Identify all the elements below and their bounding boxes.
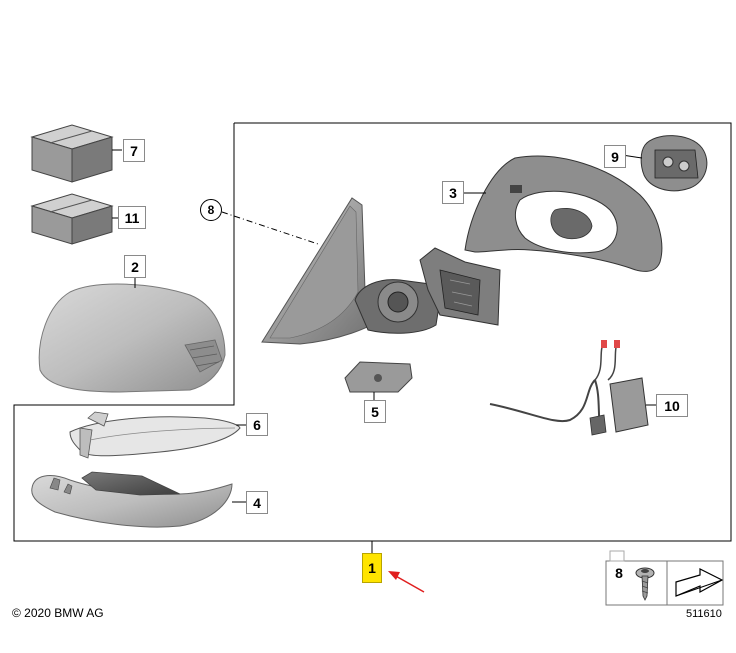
screw-icon — [635, 567, 655, 601]
callout-2: 2 — [124, 255, 146, 278]
mirror-housing-frame — [464, 155, 663, 272]
mirror-cap — [38, 283, 226, 393]
leader-8-circle — [221, 211, 319, 245]
callout-11: 11 — [118, 206, 146, 229]
box-icon — [30, 124, 114, 183]
mirror-adjuster-motor — [354, 247, 501, 334]
callout-4: 4 — [246, 491, 268, 514]
lower-trim-strip — [31, 471, 233, 528]
callout-8: 8 — [608, 562, 630, 584]
glass-actuator — [640, 135, 708, 192]
box-icon — [30, 193, 114, 245]
red-pointer-arrow-icon — [388, 571, 425, 593]
wiring-harness — [489, 340, 649, 436]
callout-10: 10 — [656, 394, 688, 417]
diagram-id: 511610 — [686, 608, 722, 620]
assembly-frame — [13, 122, 732, 542]
mirror-glass-housing — [261, 197, 383, 345]
callout-5: 5 — [364, 400, 386, 423]
callout-1: 1 — [362, 553, 382, 583]
copyright-text: © 2020 BMW AG — [12, 606, 104, 620]
callout-6: 6 — [246, 413, 268, 436]
oblique-arrow-icon — [675, 568, 724, 597]
callout-9: 9 — [604, 145, 626, 168]
mounting-bracket — [344, 361, 413, 393]
callout-8-circle: 8 — [200, 199, 222, 221]
callout-7: 7 — [123, 139, 145, 162]
turn-signal-indicator — [69, 411, 241, 459]
callout-3: 3 — [442, 181, 464, 204]
